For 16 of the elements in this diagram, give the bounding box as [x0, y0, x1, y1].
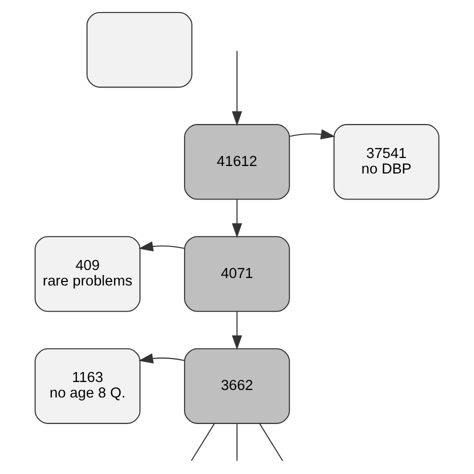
arrow [232, 199, 242, 238]
connector [259, 423, 284, 461]
arrow [232, 50, 242, 126]
arrow [138, 241, 184, 252]
node-box: 41612 [184, 124, 290, 200]
node-box [86, 12, 192, 88]
arrow [289, 129, 336, 140]
arrow [138, 353, 184, 364]
connector [190, 423, 215, 461]
node-box: 3662 [184, 348, 290, 424]
node-box: 1163 no age 8 Q. [34, 348, 140, 424]
node-box: 409 rare problems [34, 236, 140, 312]
node-box: 37541 no DBP [334, 124, 440, 200]
arrow [232, 311, 242, 350]
node-box: 4071 [184, 236, 290, 312]
connector [236, 424, 238, 461]
